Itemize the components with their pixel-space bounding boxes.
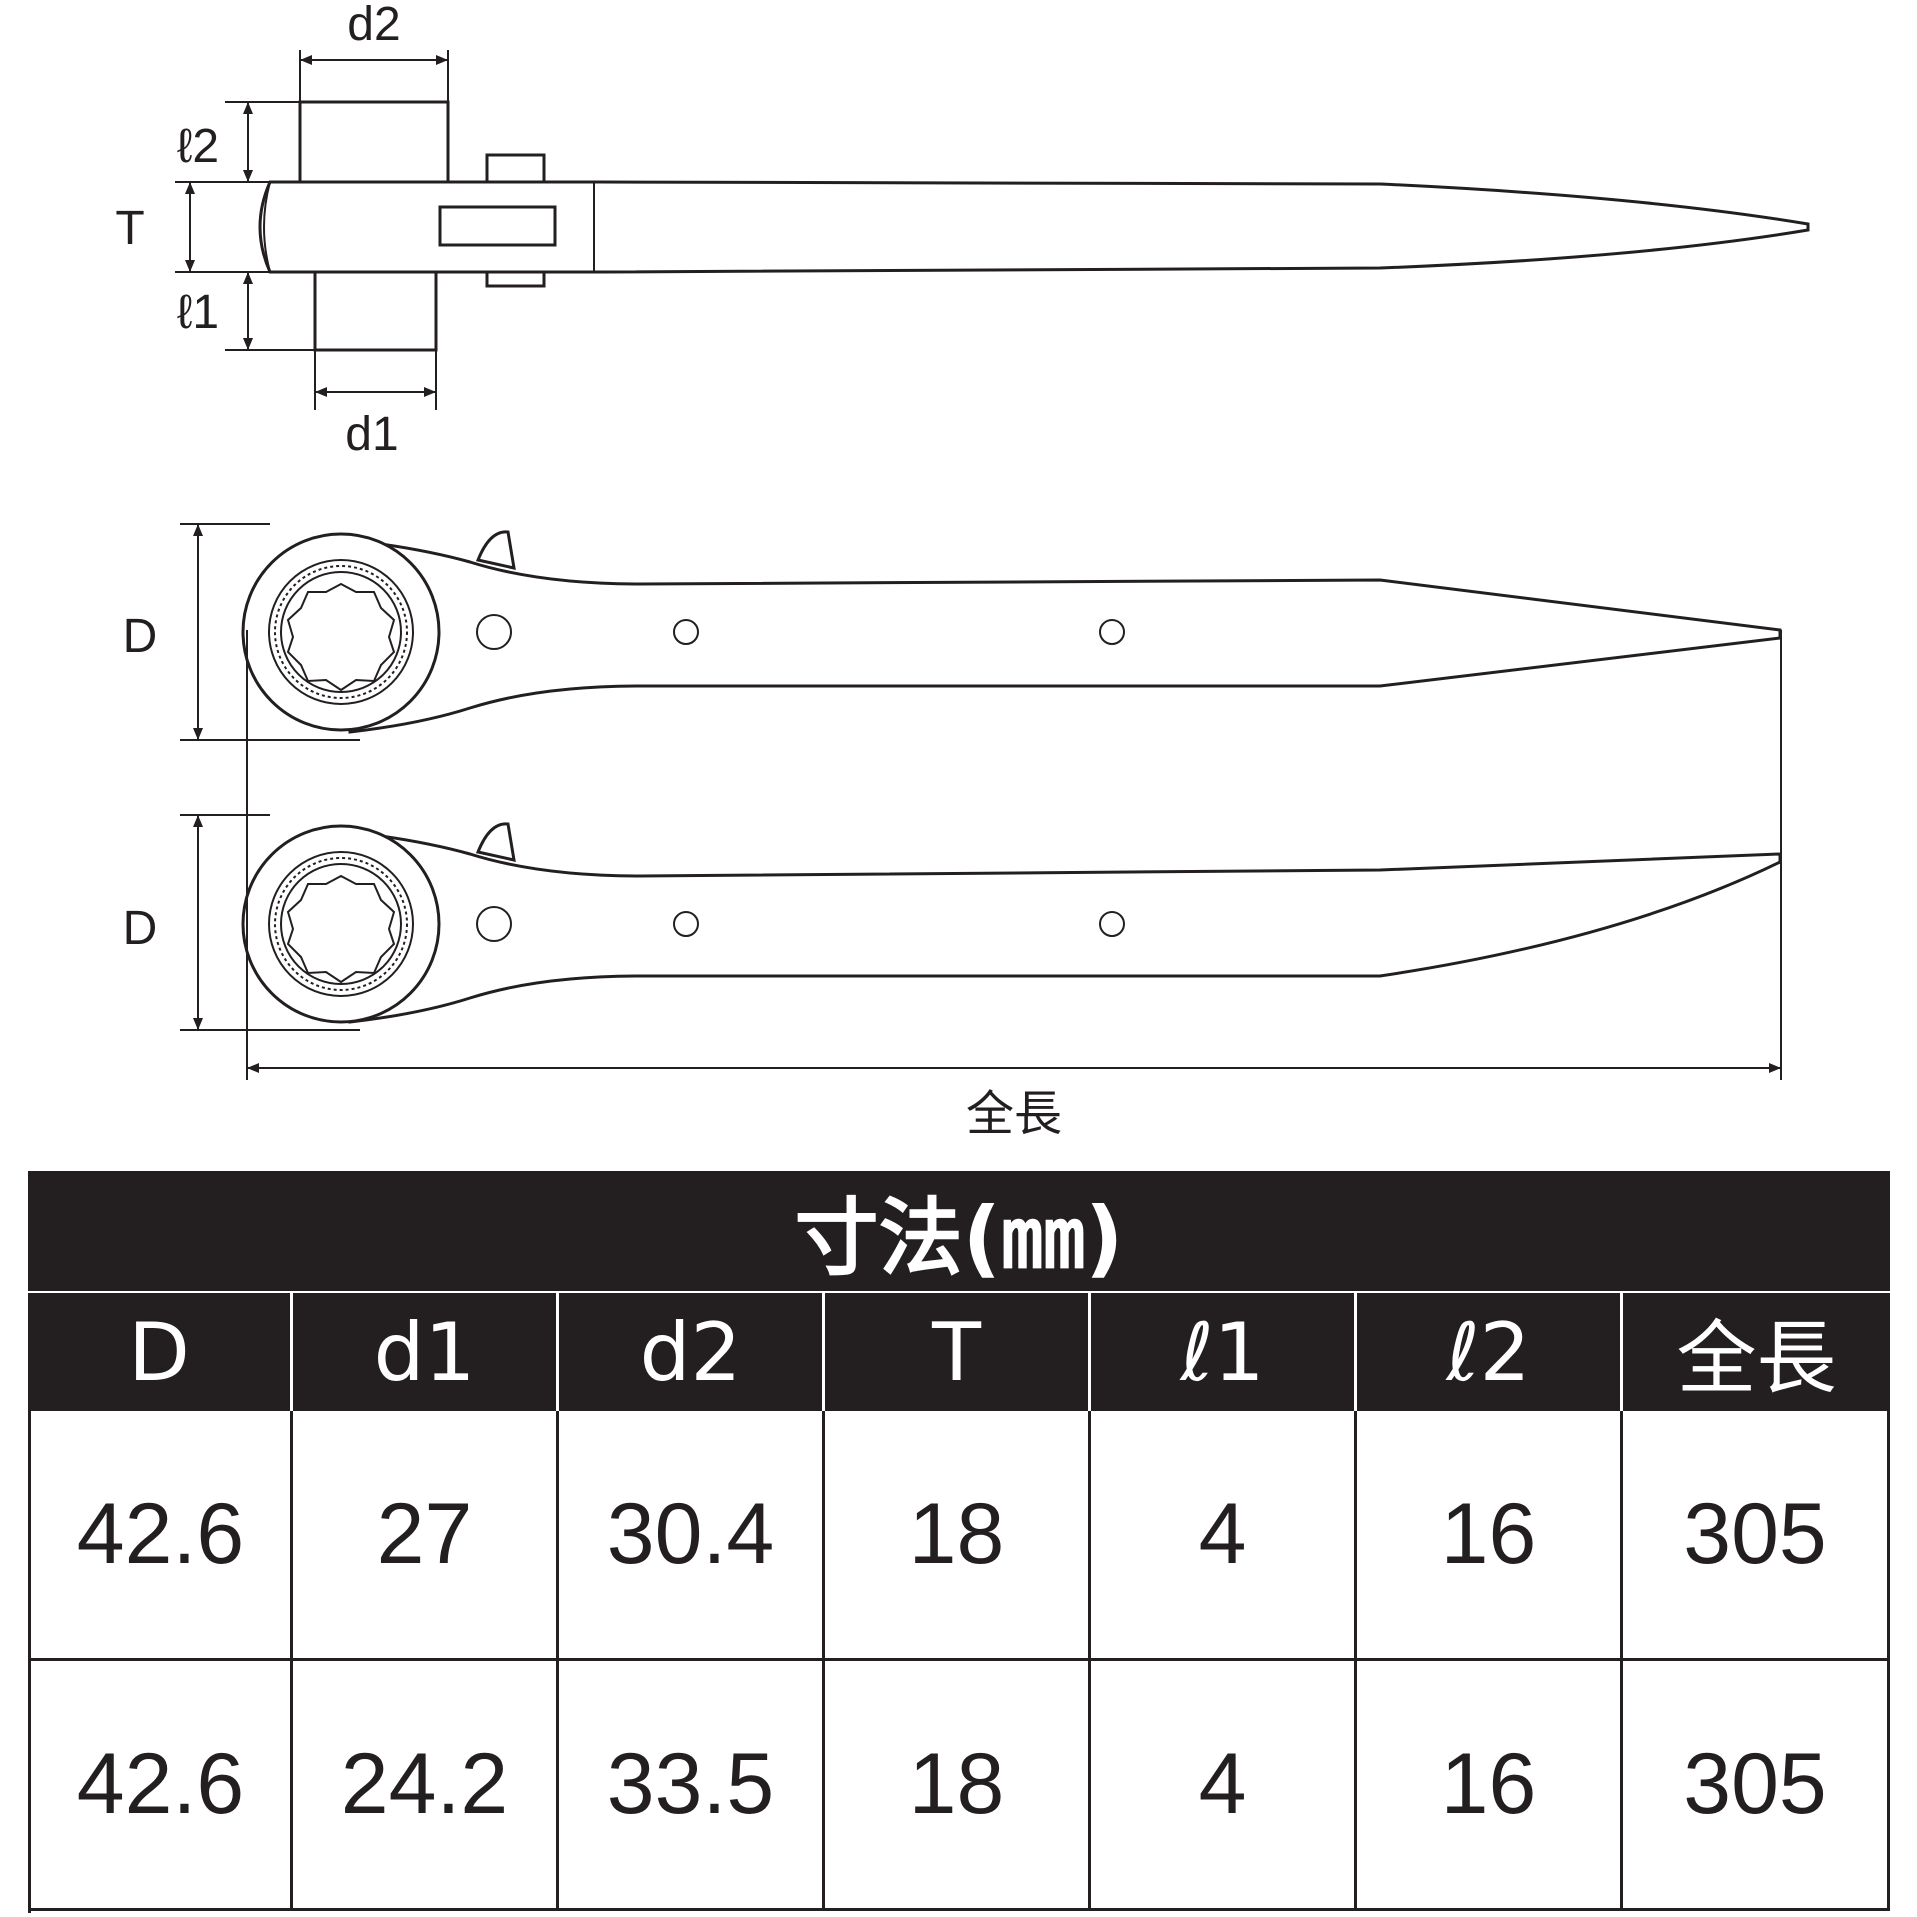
dimension-table: 寸法(㎜) D d1 d2 T ℓ1 ℓ2 全長 42.6 27 30.4 18… [28, 1171, 1890, 1913]
cell-l2: 16 [1357, 1661, 1623, 1908]
header-l1: ℓ1 [1091, 1293, 1357, 1411]
table-header-row: D d1 d2 T ℓ1 ℓ2 全長 [28, 1293, 1890, 1411]
cell-d2: 30.4 [559, 1411, 825, 1658]
label-l1: ℓ1 [177, 286, 219, 339]
header-D: D [28, 1293, 293, 1411]
header-d1: d1 [293, 1293, 559, 1411]
table-title: 寸法(㎜) [28, 1171, 1890, 1291]
header-T: T [825, 1293, 1091, 1411]
cell-T: 18 [825, 1661, 1091, 1908]
overall-length-dimension: 全長 [246, 630, 1782, 1142]
table-row: 42.6 24.2 33.5 18 4 16 305 [28, 1661, 1890, 1911]
cell-D: 42.6 [28, 1661, 293, 1908]
cell-overall-length: 305 [1623, 1661, 1890, 1908]
header-d2: d2 [559, 1293, 825, 1411]
label-d1: d1 [345, 408, 398, 461]
plan-view-straight: D [123, 523, 1782, 741]
plan-view-curved: D [123, 814, 1782, 1031]
cell-l2: 16 [1357, 1411, 1623, 1658]
cell-d2: 33.5 [559, 1661, 825, 1908]
cell-l1: 4 [1091, 1411, 1357, 1658]
label-T: T [115, 202, 144, 255]
twelve-point-socket [286, 582, 396, 692]
label-l2: ℓ2 [177, 120, 219, 173]
label-overall-length: 全長 [966, 1086, 1062, 1142]
twelve-point-socket [286, 874, 396, 984]
cell-d1: 24.2 [293, 1661, 559, 1908]
header-overall-length: 全長 [1623, 1293, 1890, 1411]
wrench-diagram: d2 ℓ2 T ℓ1 d1 [115, 0, 1810, 1142]
cell-overall-length: 305 [1623, 1411, 1890, 1658]
cell-T: 18 [825, 1411, 1091, 1658]
header-l2: ℓ2 [1357, 1293, 1623, 1411]
cell-l1: 4 [1091, 1661, 1357, 1908]
cell-D: 42.6 [28, 1411, 293, 1658]
side-view: d2 ℓ2 T ℓ1 d1 [115, 0, 1810, 461]
table-row: 42.6 27 30.4 18 4 16 305 [28, 1411, 1890, 1661]
label-D-top: D [123, 610, 158, 663]
cell-d1: 27 [293, 1411, 559, 1658]
label-D-bottom: D [123, 902, 158, 955]
label-d2: d2 [347, 0, 400, 51]
